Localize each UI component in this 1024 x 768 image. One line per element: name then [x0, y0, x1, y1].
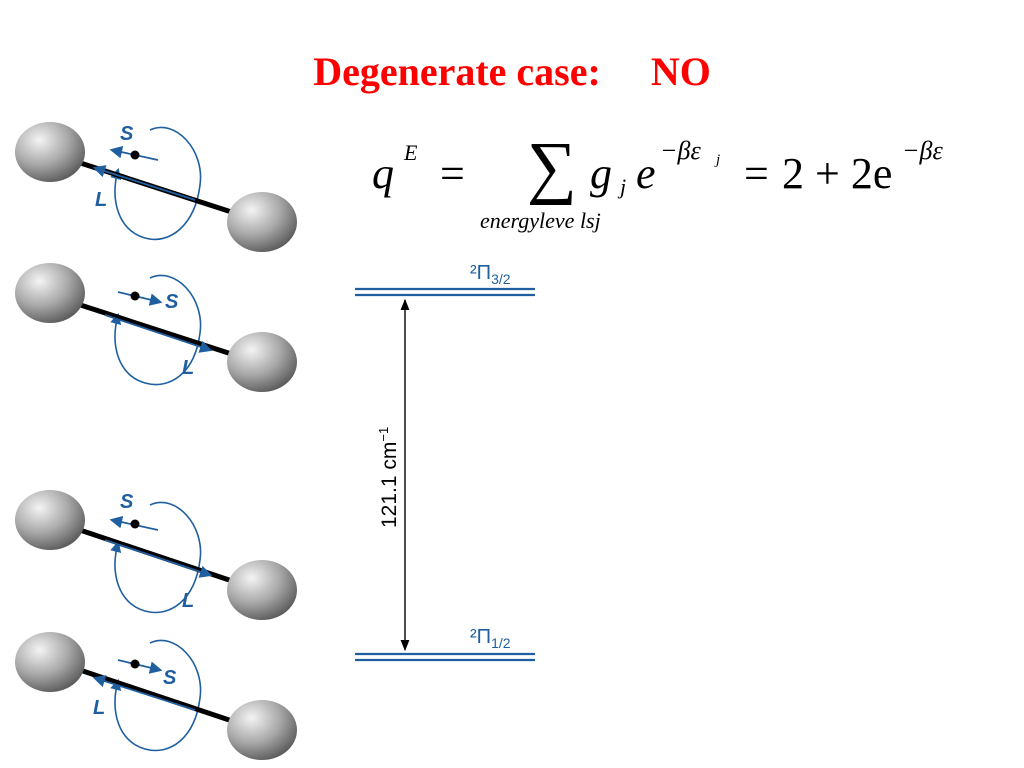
l-label: L — [93, 697, 105, 719]
eq-sum: ∑ — [527, 129, 577, 206]
upper-level-subscript: 3/2 — [491, 271, 511, 287]
s-label: S — [165, 291, 179, 313]
bond — [64, 297, 251, 363]
lower-level-label: ²Π1/2 — [470, 626, 511, 651]
eq-rhs: 2 + 2e — [782, 149, 893, 198]
atom-left — [15, 263, 85, 323]
atom-left — [15, 122, 85, 182]
atom-left — [15, 490, 85, 550]
eq-equals: = — [440, 149, 465, 198]
lower-level-subscript: 1/2 — [491, 635, 511, 651]
gap-value: 121.1 cm — [378, 442, 401, 528]
molecule-1: S L — [15, 122, 297, 252]
eq-sum-subscript: energyleve lsj — [480, 208, 601, 233]
eq-g-subscript: j — [620, 174, 627, 199]
lower-level-term: ²Π — [470, 626, 491, 648]
energy-level-diagram: ²Π3/2 ²Π1/2 121.1 cm−1 — [355, 262, 535, 662]
eq-exponent-2: −βε — [902, 136, 943, 165]
eq-q-superscript: E — [404, 140, 418, 165]
molecule-4: S L — [15, 632, 297, 760]
l-label: L — [182, 590, 194, 612]
title-answer: NO — [650, 49, 711, 94]
spin-point — [130, 519, 140, 529]
rotation-ellipse — [110, 126, 202, 241]
eq-q: q — [372, 149, 394, 198]
eq-g: g — [590, 149, 612, 198]
s-label: S — [163, 667, 177, 689]
slide-title: Degenerate case: NO — [0, 48, 1024, 95]
spin-point — [130, 291, 140, 301]
upper-level-term: ²Π — [470, 262, 491, 284]
gap-unit-exponent: −1 — [376, 427, 391, 442]
rotation-ellipse — [110, 501, 202, 614]
atom-right — [227, 192, 297, 252]
rotation-ellipse — [110, 639, 202, 752]
spin-point — [130, 150, 140, 160]
gap-label: 121.1 cm−1 — [376, 427, 401, 528]
title-label: Degenerate case: — [313, 49, 601, 94]
molecule-3: S L — [15, 490, 297, 620]
eq-exponent-1-subscript: j — [716, 152, 721, 168]
partition-function-equation: q E = ∑ energyleve lsj g j e −βε j = 2 +… — [372, 128, 972, 238]
spin-point — [130, 659, 140, 669]
eq-exponent-1: −βε — [660, 136, 701, 165]
molecule-2: S L — [15, 263, 297, 392]
atom-left — [15, 632, 85, 692]
l-label: L — [182, 357, 194, 379]
s-label: S — [120, 123, 134, 145]
rotation-ellipse — [110, 274, 202, 386]
eq-e: e — [636, 149, 656, 198]
l-label: L — [95, 189, 107, 211]
atom-right — [227, 700, 297, 760]
l-vector-arrow — [92, 675, 196, 711]
bond — [64, 522, 251, 590]
atom-right — [227, 560, 297, 620]
s-label: S — [120, 491, 134, 513]
upper-level-label: ²Π3/2 — [470, 262, 511, 287]
l-vector-arrow — [92, 165, 196, 201]
eq-equals-2: = — [744, 149, 769, 198]
l-vector-arrow — [104, 539, 213, 578]
l-vector-arrow — [104, 314, 213, 353]
atom-right — [227, 332, 297, 392]
